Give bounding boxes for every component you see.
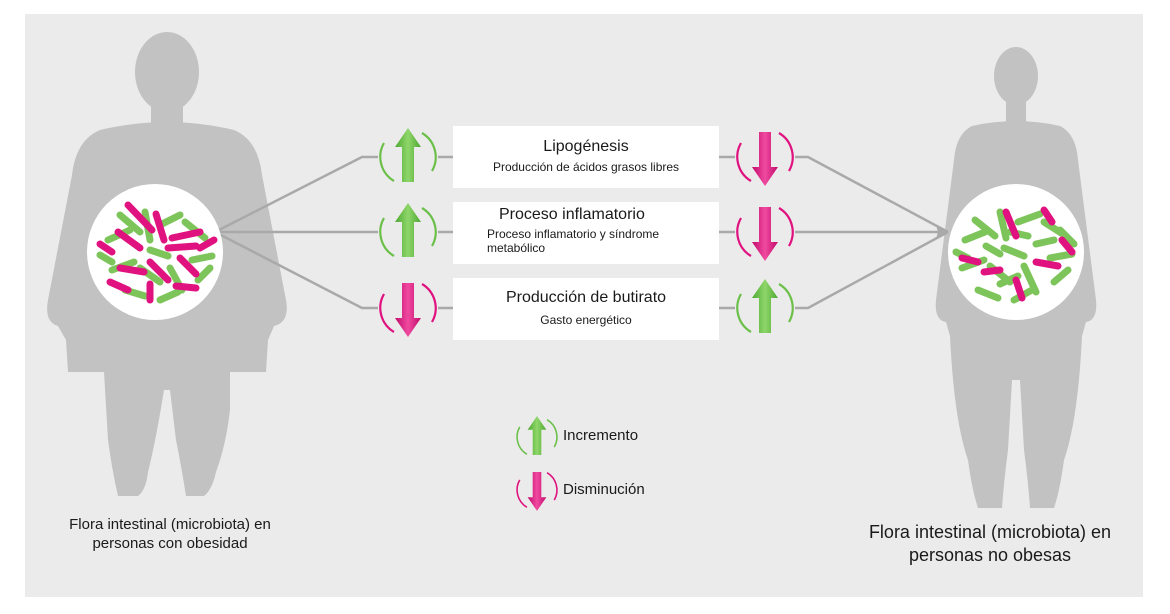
legend-decrease-label: Disminución xyxy=(563,481,645,498)
row-box-butyrate-production: Producción de butirato Gasto energético xyxy=(453,278,719,340)
row1-right-trend-icon xyxy=(736,130,794,188)
left-caption: Flora intestinal (microbiota) en persona… xyxy=(20,515,320,553)
row2-right-trend-icon xyxy=(736,205,794,263)
right-caption: Flora intestinal (microbiota) en persona… xyxy=(830,521,1150,567)
right-caption-line2: personas no obesas xyxy=(908,545,1072,565)
row-subtitle: Producción de ácidos grasos libres xyxy=(492,160,680,174)
left-caption-line2: personas con obesidad xyxy=(92,535,248,552)
row2-left-trend-icon xyxy=(379,201,437,259)
row1-left-trend-icon xyxy=(379,126,437,184)
row-title: Proceso inflamatorio xyxy=(499,206,645,223)
legend-increase-label: Incremento xyxy=(563,427,639,444)
row-subtitle-line2: metabólico xyxy=(487,241,546,255)
row3-left-trend-icon xyxy=(379,281,437,339)
right-caption-line1: Flora intestinal (microbiota) en xyxy=(868,522,1112,542)
row-title: Producción de butirato xyxy=(505,289,667,306)
row-subtitle: Gasto energético xyxy=(540,313,632,327)
legend-increase-arrow-up-icon xyxy=(516,415,558,456)
connector-lines xyxy=(214,155,949,310)
row-box-lipogenesis: Lipogénesis Producción de ácidos grasos … xyxy=(453,126,719,188)
left-caption-line1: Flora intestinal (microbiota) en xyxy=(69,516,271,533)
obese-microbiota-circle xyxy=(87,184,223,320)
row-subtitle-line1: Proceso inflamatorio y síndrome xyxy=(487,227,660,241)
row-title: Lipogénesis xyxy=(543,138,629,155)
row-box-inflammatory-process: Proceso inflamatorio Proceso inflamatori… xyxy=(453,202,719,264)
legend-decrease-arrow-down-icon xyxy=(516,471,558,512)
row3-right-trend-icon xyxy=(736,277,794,335)
non-obese-microbiota-circle xyxy=(948,184,1084,320)
